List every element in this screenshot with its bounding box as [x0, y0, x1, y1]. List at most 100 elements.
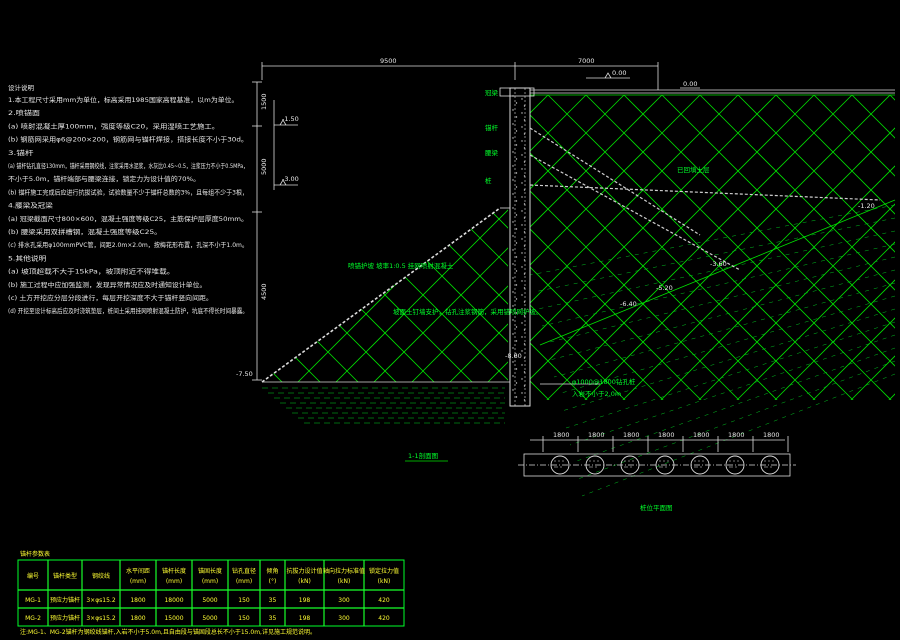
plan-dim: 1800	[588, 431, 605, 439]
plan-dim: 1800	[763, 431, 780, 439]
table-header-unit: (mm)	[236, 578, 252, 585]
elev-low: -3.00	[282, 175, 299, 183]
table-header: 水平间距	[126, 567, 150, 575]
pile-label-2: 锚杆	[485, 123, 499, 132]
table-header: 锚固长度	[198, 567, 222, 575]
elev-mid: -1.50	[282, 115, 299, 123]
pile-label-3: 腰梁	[485, 148, 499, 157]
anchor-label: φ1000@1800钻孔桩	[572, 377, 636, 386]
table-header: 抗拔力设计值	[286, 567, 322, 575]
bottom-elev: -8.60	[505, 352, 522, 360]
note-line: (a) 坡顶超载不大于15kPa，坡顶附近不得堆载。	[8, 267, 174, 276]
table-header-unit: (mm)	[130, 578, 146, 585]
table-header: 锚杆长度	[162, 567, 186, 575]
retaining-pile: 冠梁 锚杆 腰梁 桩	[485, 87, 535, 407]
table-cell: 1800	[130, 615, 145, 622]
right-elev-2: -1.20	[858, 202, 875, 210]
table-header-unit: (kN)	[378, 578, 391, 585]
right-elev-4: -5.20	[656, 284, 673, 292]
note-line: 1.本工程尺寸采用mm为单位，标高采用1985国家高程基准，以m为单位。	[8, 95, 238, 104]
right-elev-3: -3.60	[710, 260, 727, 268]
note-line: (a) 锚杆钻孔直径130mm，锚杆采用钢绞线，注浆采用水泥浆，水灰比0.45~…	[8, 161, 248, 170]
left-dim-1: 1500	[260, 93, 268, 110]
retained-soil	[530, 95, 895, 400]
plan-dim: 1800	[553, 431, 570, 439]
embed-label: 入岩不小于2.0m	[572, 389, 621, 398]
table-cell: 300	[338, 615, 350, 622]
table-cell: MG-1	[25, 597, 41, 604]
note-line: (b) 腰梁采用双拼槽钢，混凝土强度等级C25。	[8, 227, 162, 236]
note-line: 不小于5.0m，锚杆端部与腰梁连接，锁定力为设计值的70%。	[8, 174, 200, 183]
right-elev-5: -6.40	[620, 300, 637, 308]
table-cell: 150	[238, 615, 250, 622]
table-title: 锚杆参数表	[20, 550, 50, 558]
elev-bottom: -7.50	[236, 370, 253, 378]
top-dim-right: 7000	[578, 57, 595, 65]
table-cell: 150	[238, 597, 250, 604]
note-line: (b) 钢筋网采用φ6@200×200，钢筋网与锚杆焊接，搭接长度不小于30d。	[8, 135, 248, 144]
plan-dim: 1800	[728, 431, 745, 439]
table-cell: 预应力锚杆	[50, 596, 80, 604]
design-notes: 设计说明 1.本工程尺寸采用mm为单位，标高采用1985国家高程基准，以m为单位…	[8, 83, 248, 315]
table-cell: 35	[269, 597, 277, 604]
pile-plan: 1800 1800 1800 1800 1800 1800 1800 桩位平面图	[518, 431, 796, 512]
table-cell: 198	[299, 597, 311, 604]
ground-lines: 0.00 0.00	[530, 69, 895, 94]
table-header-unit: (kN)	[338, 578, 351, 585]
soil-label: 已回填土层	[677, 165, 710, 174]
table-cell: 198	[299, 615, 311, 622]
top-dim-left: 9500	[380, 57, 397, 65]
note-line: (c) 土方开挖应分层分段进行，每层开挖深度不大于锚杆竖向间距。	[8, 293, 213, 302]
slope-note: 坡面土钉墙支护，钻孔注浆钢筋，采用锚喷网护坡。	[393, 307, 543, 316]
table-cell: 18000	[164, 597, 183, 604]
table-cell: 420	[378, 615, 390, 622]
pile-label-4: 桩	[485, 176, 492, 185]
right-elev-1: 0.00	[683, 80, 697, 88]
note-line: 4.腰梁及冠梁	[8, 201, 53, 210]
top-dimensions: 9500 7000	[261, 57, 659, 90]
table-header-unit: (°)	[269, 578, 277, 585]
section-title: 1-1剖面图	[408, 451, 438, 460]
note-line: (d) 开挖至设计标高后应及时浇筑垫层，桩间土采用挂网喷射混凝土防护，坑底不得长…	[8, 306, 248, 315]
plan-dim: 1800	[693, 431, 710, 439]
soil-layer-lines	[529, 199, 896, 497]
table-header: 编号	[27, 572, 39, 580]
note-line: (a) 喷射混凝土厚100mm，强度等级C20，采用湿喷工艺施工。	[8, 121, 219, 130]
note-line: 2.喷锚面	[8, 108, 41, 117]
table-cell: 3×φs15.2	[86, 597, 115, 604]
slope-label: 喷锚护坡 坡率1:0.5 挂网喷射混凝土	[348, 261, 454, 270]
plan-dim: 1800	[623, 431, 640, 439]
note-line: (b) 施工过程中应加强监测，发现异常情况应及时通知设计单位。	[8, 280, 206, 289]
table-cell: 3×φs15.2	[86, 615, 115, 622]
table-cell: 预应力锚杆	[50, 614, 80, 622]
table-cell: 420	[378, 597, 390, 604]
table-footnote: 注:MG-1、MG-2锚杆为钢绞线锚杆,入岩不小于5.0m,且自由段与锚固段总长…	[20, 628, 316, 636]
elev-top: 0.00	[612, 69, 626, 77]
table-cell: 15000	[164, 615, 183, 622]
table-header: 钢绞线	[92, 572, 110, 580]
left-dimensions: 1500 5000 4500 -1.50 -3.00 -7.50	[236, 81, 299, 381]
table-header: 轴向拉力标准值	[323, 567, 365, 575]
table-cell: 300	[338, 597, 350, 604]
table-cell: 1800	[130, 597, 145, 604]
table-cell: 35	[269, 615, 277, 622]
note-line: (a) 冠梁截面尺寸800×600，混凝土强度等级C25，主筋保护层厚度50mm…	[8, 214, 248, 223]
table-header: 锁定拉力值	[369, 567, 399, 575]
base-soil-lines	[262, 387, 505, 424]
table-header-unit: (mm)	[202, 578, 218, 585]
pile-label-1: 冠梁	[485, 88, 499, 97]
note-line: (c) 排水孔采用φ100mmPVC管，间距2.0m×2.0m，按梅花形布置，孔…	[8, 240, 248, 249]
note-line: 5.其他说明	[8, 253, 47, 262]
table-header: 钻孔直径	[232, 567, 256, 575]
note-line: 3.锚杆	[8, 148, 34, 157]
plan-title: 桩位平面图	[640, 503, 673, 512]
note-line: (b) 锚杆施工完成后应进行抗拔试验，试验数量不少于锚杆总数的3%，且每组不少于…	[8, 187, 248, 196]
plan-dim: 1800	[658, 431, 675, 439]
table-header-unit: (kN)	[298, 578, 311, 585]
anchor-table: 锚杆参数表 编号锚杆类型钢绞线水平间距(mm)锚杆长度(mm)锚固长度(mm)钻…	[17, 550, 405, 636]
notes-title: 设计说明	[8, 83, 35, 92]
anchors	[529, 127, 881, 271]
table-cell: MG-2	[25, 615, 41, 622]
table-header-unit: (mm)	[166, 578, 182, 585]
